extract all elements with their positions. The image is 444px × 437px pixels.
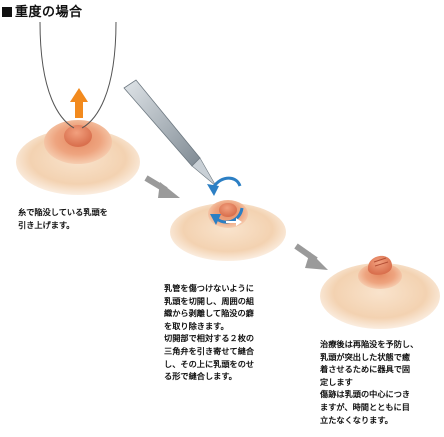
step3-figure xyxy=(320,255,440,329)
step-arrow-icon xyxy=(144,175,180,198)
step2-caption: 乳管を傷つけないように 乳頭を切開し、周囲の組 織から剥離して陥没の癖 を取り除… xyxy=(164,282,254,383)
step1-caption: 糸で陥没している乳頭を 引き上げます。 xyxy=(18,206,108,231)
caption-line: 引き上げます。 xyxy=(18,219,75,230)
thread-left xyxy=(39,21,75,129)
caption-line: 傷跡は乳頭の中心につき xyxy=(320,389,411,400)
caption-line: し、その上に乳頭をのせ xyxy=(164,358,255,369)
title-square-icon xyxy=(2,7,12,17)
skin-mound xyxy=(320,263,440,329)
nipple xyxy=(219,203,237,217)
caption-line: 立たなくなります。 xyxy=(320,414,393,425)
step3-caption: 治療後は再陥没を予防し、 乳頭が突出した状態で癒 着させるために器具で固 定しま… xyxy=(320,338,418,426)
page-title: 重度の場合 xyxy=(2,1,83,20)
nipple xyxy=(64,125,92,147)
caption-line: 乳管を傷つけないように xyxy=(164,283,254,293)
rotation-arrow-icon xyxy=(207,176,244,226)
step1-figure xyxy=(16,21,140,195)
caption-line: 織から剥離して陥没の癖 xyxy=(164,308,254,319)
skin-mound xyxy=(170,203,286,261)
caption-line: 治療後は再陥没を予防し、 xyxy=(320,339,419,349)
caption-line: 糸で陥没している乳頭を xyxy=(18,207,108,217)
step-arrow-icon xyxy=(294,243,328,270)
caption-line: 乳頭を切開し、周囲の組 xyxy=(164,295,255,306)
caption-line: 切開部で相対する２枚の xyxy=(164,333,255,344)
thread-right xyxy=(81,21,117,129)
caption-line: ますが、時間とともに目 xyxy=(320,401,410,412)
caption-line: 三角弁を引き寄せて縫合 xyxy=(164,345,255,356)
caption-line: 定します xyxy=(320,376,353,387)
suture-marks xyxy=(373,257,389,267)
pull-up-arrow-icon xyxy=(70,88,88,118)
caption-line: 着させるために器具で固 xyxy=(320,364,411,375)
nipple xyxy=(367,255,392,275)
caption-line: を取り除きます。 xyxy=(164,320,229,331)
page-title-text: 重度の場合 xyxy=(15,5,83,20)
caption-line: 乳頭が突出した状態で癒 xyxy=(320,351,411,362)
scalpel-icon xyxy=(123,79,217,187)
caption-line: る形で縫合します。 xyxy=(164,371,237,382)
step2-figure xyxy=(170,176,286,261)
